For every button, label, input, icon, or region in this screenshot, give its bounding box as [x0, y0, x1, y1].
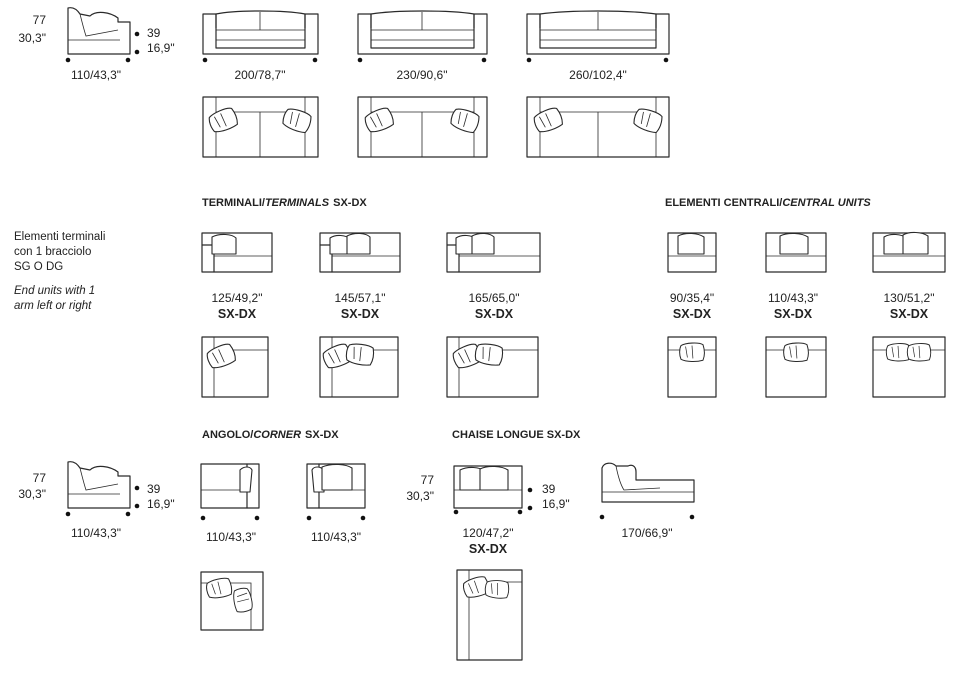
seat-in-label: 16,9" — [147, 41, 175, 55]
seat-in-label-2: 16,9" — [147, 497, 175, 511]
terminal-front-165 — [446, 232, 541, 273]
foot-dot — [134, 49, 140, 55]
sofa-top-230 — [357, 96, 488, 158]
height-cm-label-2: 77 — [33, 471, 47, 485]
foot-dot — [360, 515, 366, 521]
terminal-125-code: SX-DX — [218, 307, 257, 321]
foot-dot — [526, 57, 532, 63]
foot-dot — [134, 485, 140, 491]
foot-dot — [689, 514, 695, 520]
terminal-165-width: 165/65,0" — [469, 291, 520, 305]
chaise-height-in: 30,3" — [406, 489, 434, 503]
foot-dot — [254, 515, 260, 521]
sofa-front-230 — [357, 10, 488, 63]
note-it-line-2: con 1 bracciolo — [14, 246, 91, 258]
note-it-line-1: Elementi terminali — [14, 231, 105, 243]
terminal-top-125 — [201, 336, 269, 398]
depth-label-2: 110/43,3" — [71, 526, 121, 540]
central-top-90 — [667, 336, 717, 398]
foot-dot — [453, 509, 459, 515]
chaise-top — [456, 569, 523, 661]
foot-dot — [481, 57, 487, 63]
terminal-165-code: SX-DX — [475, 307, 514, 321]
corner-right-width: 110/43,3" — [311, 530, 361, 544]
sofa-front-260 — [526, 10, 670, 63]
terminal-145-code: SX-DX — [341, 307, 380, 321]
central-front-130 — [872, 231, 946, 273]
terminal-125-width: 125/49,2" — [212, 291, 263, 305]
central-130-code: SX-DX — [890, 307, 929, 321]
sofa-260-width: 260/102,4" — [569, 68, 627, 82]
foot-dot — [200, 515, 206, 521]
foot-dot — [134, 31, 140, 37]
note-it-line-3: SG O DG — [14, 261, 63, 273]
terminal-front-145 — [319, 232, 401, 273]
central-heading: ELEMENTI CENTRALI/CENTRAL UNITS — [665, 197, 871, 209]
note-en-line-1: End units with 1 — [14, 285, 95, 297]
seat-cm-label-2: 39 — [147, 482, 161, 496]
chaise-seat-cm: 39 — [542, 482, 556, 496]
terminal-top-145 — [319, 336, 399, 398]
note-en-line-2: arm left or right — [14, 300, 92, 312]
foot-dot — [663, 57, 669, 63]
side-view-top — [65, 7, 140, 63]
terminal-front-125 — [201, 232, 273, 273]
central-90-width: 90/35,4" — [670, 291, 714, 305]
corner-front-left — [200, 463, 260, 521]
sofa-230-width: 230/90,6" — [397, 68, 448, 82]
foot-dot — [202, 57, 208, 63]
sofa-top-260 — [526, 96, 670, 158]
height-cm-label: 77 — [33, 13, 47, 27]
chaise-front — [453, 465, 533, 515]
central-top-130 — [872, 336, 946, 398]
foot-dot — [357, 57, 363, 63]
central-90-code: SX-DX — [673, 307, 712, 321]
foot-dot — [527, 487, 533, 493]
foot-dot — [65, 511, 71, 517]
depth-label: 110/43,3" — [71, 68, 121, 82]
chaise-code: SX-DX — [469, 542, 508, 556]
foot-dot — [65, 57, 71, 63]
sofa-top-200 — [202, 96, 319, 158]
terminal-145-width: 145/57,1" — [335, 291, 386, 305]
central-110-code: SX-DX — [774, 307, 813, 321]
foot-dot — [125, 57, 131, 63]
foot-dot — [306, 515, 312, 521]
foot-dot — [517, 509, 523, 515]
central-110-width: 110/43,3" — [768, 291, 818, 305]
foot-dot — [599, 514, 605, 520]
seat-cm-label: 39 — [147, 26, 161, 40]
central-front-110 — [765, 232, 827, 273]
height-in-label-2: 30,3" — [18, 487, 46, 501]
foot-dot — [134, 503, 140, 509]
chaise-height-cm: 77 — [421, 473, 435, 487]
foot-dot — [312, 57, 318, 63]
central-130-width: 130/51,2" — [884, 291, 935, 305]
height-in-label: 30,3" — [18, 31, 46, 45]
chaise-length: 170/66,9" — [622, 526, 673, 540]
central-top-110 — [765, 336, 827, 398]
chaise-heading: CHAISE LONGUE SX-DX — [452, 429, 581, 441]
foot-dot — [125, 511, 131, 517]
side-view-bottom — [65, 461, 140, 517]
corner-left-width: 110/43,3" — [206, 530, 256, 544]
corner-front-right — [306, 463, 366, 521]
chaise-side — [599, 462, 695, 520]
central-front-90 — [667, 232, 717, 273]
sofa-200-width: 200/78,7" — [235, 68, 286, 82]
foot-dot — [527, 505, 533, 511]
chaise-width: 120/47,2" — [463, 526, 514, 540]
chaise-seat-in: 16,9" — [542, 497, 570, 511]
sofa-front-200 — [202, 10, 319, 63]
corner-top — [200, 571, 264, 631]
terminal-top-165 — [446, 336, 539, 398]
